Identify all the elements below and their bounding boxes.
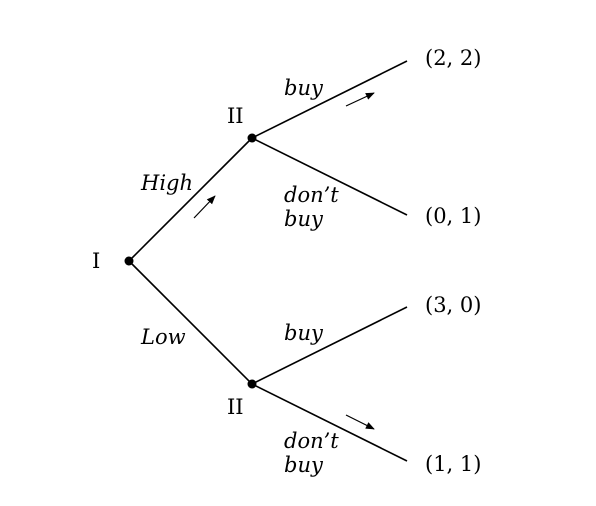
action-lower-dont-label-line2: buy	[284, 453, 324, 477]
action-lower-dont-label-line1: don’t	[284, 429, 339, 453]
edge-upper-dont-buy	[251, 137, 408, 216]
node-player-1	[124, 256, 134, 266]
edge-lower-dont-buy	[251, 383, 408, 462]
player-2-upper-label: II	[227, 104, 244, 128]
action-lower-buy-label: buy	[284, 321, 324, 345]
player-2-lower-label: II	[227, 395, 244, 419]
payoff-low-dont-buy: (1, 1)	[425, 452, 481, 476]
payoff-high-dont-buy: (0, 1)	[425, 204, 481, 228]
action-low-label: Low	[140, 325, 186, 349]
payoff-high-buy: (2, 2)	[425, 46, 481, 70]
node-player-2-upper	[247, 133, 257, 143]
node-player-2-lower	[247, 379, 257, 389]
edge-lower-buy	[251, 306, 408, 385]
action-high-label: High	[140, 171, 193, 195]
action-upper-buy-label: buy	[284, 76, 324, 100]
edge-high	[128, 137, 253, 262]
arrow-upper-buy-icon	[345, 92, 375, 107]
edge-upper-buy	[251, 60, 408, 139]
player-1-label: I	[92, 249, 100, 273]
arrow-lower-dont-buy-icon	[345, 414, 375, 430]
payoff-low-buy: (3, 0)	[425, 293, 481, 317]
action-upper-dont-label-line2: buy	[284, 207, 324, 231]
action-upper-dont-label-line1: don’t	[284, 183, 339, 207]
edge-low	[128, 260, 253, 385]
arrow-high-icon	[193, 195, 216, 219]
